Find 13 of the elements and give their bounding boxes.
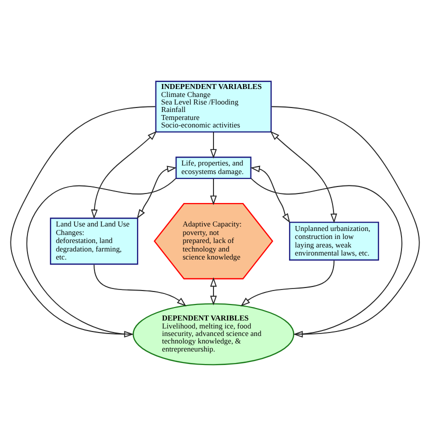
- arrow: [250, 166, 290, 223]
- arrow: [210, 178, 217, 206]
- arrow: [240, 260, 335, 306]
- arrow: [94, 264, 186, 306]
- connector: [250, 178, 402, 335]
- arrow: [270, 130, 338, 224]
- arrow: [210, 131, 217, 159]
- arrow: [271, 106, 420, 338]
- arrow: [136, 166, 177, 219]
- arrow: [91, 130, 157, 220]
- arrow: [210, 277, 217, 306]
- arrow: [10, 106, 156, 338]
- connector: [26, 178, 176, 335]
